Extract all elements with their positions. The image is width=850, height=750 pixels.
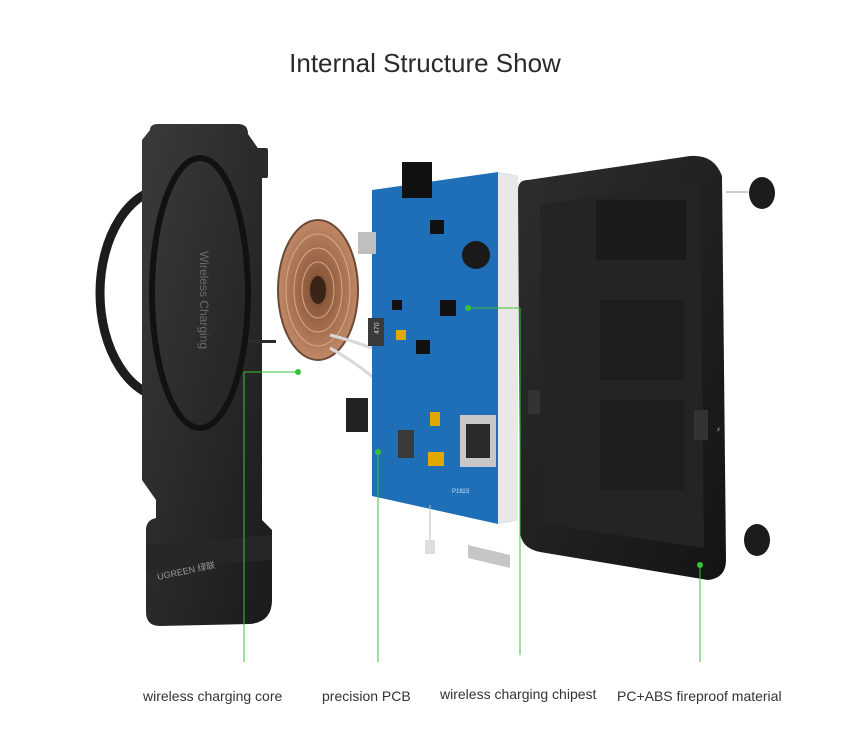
label-precision-pcb: precision PCB [322,688,411,704]
page-title: Internal Structure Show [289,48,561,78]
callout-dot-chipset [465,305,471,311]
pcb-surface [372,172,518,524]
rubber-foot-bottom [744,524,770,556]
label-fireproof-material: PC+ABS fireproof material [617,688,782,704]
cover-wireless-charging-text: Wireless Charging [197,251,211,349]
label-wireless-charging-core: wireless charging core [143,688,283,704]
svg-text:⚡: ⚡ [716,426,721,434]
coil-recess [149,155,251,431]
buzzer [462,241,490,269]
charging-chipset [440,300,456,316]
pcb-board: 470 P1823 [346,162,518,568]
front-cover: Wireless Charging UGREEN 绿联 [95,124,276,626]
label-wireless-charging-chipset: wireless charging chipest [440,686,597,702]
charging-coil [277,219,375,380]
callout-dot-core [295,369,301,375]
button-part [468,545,510,568]
cover-body [142,124,272,626]
inductor-marking: 470 [374,322,381,334]
micro-usb-port [346,398,368,432]
callout-lines [243,305,703,662]
dc-jack [402,162,432,198]
rear-housing: ⚡ [518,155,775,581]
rubber-foot-top [749,177,775,209]
callout-dot-pcb [375,449,381,455]
callout-dot-housing [697,562,703,568]
pcb-marking: P1823 [452,489,470,495]
